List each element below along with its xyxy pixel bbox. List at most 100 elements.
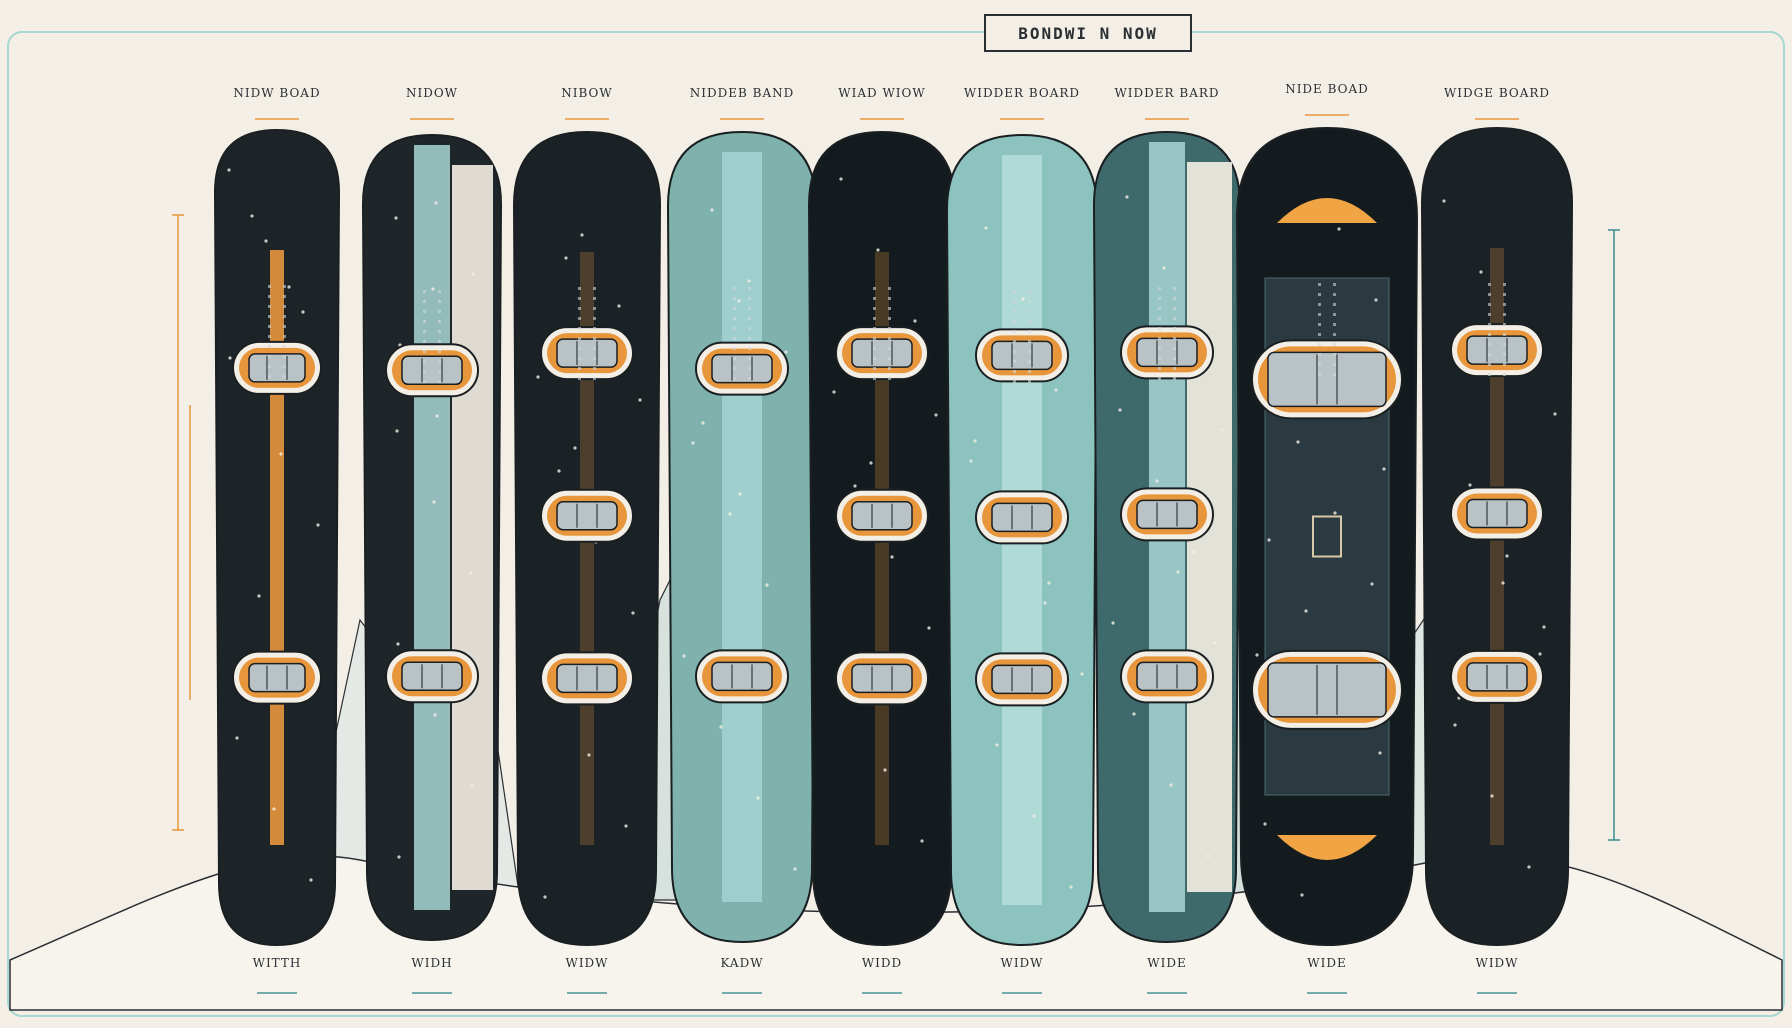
board-speckle bbox=[1069, 885, 1073, 889]
board-speckle bbox=[1220, 428, 1224, 432]
insert-hole bbox=[268, 335, 271, 338]
insert-hole bbox=[873, 357, 876, 360]
insert-hole bbox=[1318, 293, 1321, 296]
insert-hole bbox=[283, 315, 286, 318]
insert-hole bbox=[1158, 287, 1161, 290]
insert-hole bbox=[748, 297, 751, 300]
snowboard-9 bbox=[1420, 126, 1574, 947]
binding bbox=[385, 343, 479, 398]
board-speckle bbox=[1047, 581, 1051, 585]
board-speckle bbox=[995, 743, 999, 747]
board-top-mark bbox=[255, 118, 299, 120]
board-speckle bbox=[784, 350, 788, 354]
board-bottom-mark bbox=[1307, 992, 1347, 994]
insert-hole bbox=[1488, 353, 1491, 356]
board-speckle bbox=[1378, 751, 1382, 755]
insert-hole bbox=[748, 347, 751, 350]
insert-hole bbox=[268, 365, 271, 368]
board-speckle bbox=[883, 768, 887, 772]
binding bbox=[540, 651, 634, 706]
board-speckle bbox=[1490, 794, 1494, 798]
board-speckle bbox=[1206, 854, 1210, 858]
insert-hole bbox=[733, 317, 736, 320]
insert-hole bbox=[1028, 340, 1031, 343]
insert-hole bbox=[1173, 377, 1176, 380]
board-speckle bbox=[1118, 408, 1122, 412]
insert-hole bbox=[578, 367, 581, 370]
binding bbox=[975, 490, 1069, 545]
board-top-label: NIDDEB BAND bbox=[689, 86, 795, 100]
board-speckle bbox=[1527, 865, 1531, 869]
binding bbox=[695, 649, 789, 704]
board-speckle bbox=[580, 233, 584, 237]
board-speckle bbox=[984, 226, 988, 230]
insert-hole bbox=[888, 307, 891, 310]
insert-hole bbox=[1173, 287, 1176, 290]
board-speckle bbox=[890, 555, 894, 559]
insert-hole bbox=[1173, 327, 1176, 330]
insert-hole bbox=[748, 357, 751, 360]
board-speckle bbox=[853, 484, 857, 488]
insert-hole bbox=[268, 355, 271, 358]
insert-hole bbox=[1028, 300, 1031, 303]
board-speckle bbox=[747, 279, 751, 283]
insert-hole bbox=[423, 320, 426, 323]
snowboard-5 bbox=[807, 130, 957, 947]
board-speckle bbox=[272, 807, 276, 811]
insert-hole bbox=[1158, 367, 1161, 370]
insert-hole bbox=[283, 335, 286, 338]
board-speckle bbox=[543, 895, 547, 899]
insert-hole bbox=[873, 327, 876, 330]
insert-hole bbox=[578, 337, 581, 340]
board-speckle bbox=[617, 304, 621, 308]
insert-hole bbox=[1333, 373, 1336, 376]
board-top-label: NIDOW bbox=[405, 86, 459, 100]
insert-hole bbox=[423, 360, 426, 363]
board-speckle bbox=[394, 216, 398, 220]
binding bbox=[1120, 649, 1214, 704]
insert-hole bbox=[1488, 293, 1491, 296]
board-top-label: NIDE BOAD bbox=[1285, 82, 1369, 96]
board-speckle bbox=[1479, 270, 1483, 274]
snowboard-2 bbox=[361, 133, 503, 942]
insert-hole bbox=[873, 367, 876, 370]
board-speckle bbox=[1213, 641, 1217, 645]
board-speckle bbox=[927, 626, 931, 630]
binding bbox=[835, 651, 929, 706]
board-bottom-label: KADW bbox=[720, 956, 764, 970]
insert-hole bbox=[1318, 283, 1321, 286]
insert-hole bbox=[1013, 360, 1016, 363]
board-speckle bbox=[1125, 195, 1129, 199]
insert-hole bbox=[1028, 330, 1031, 333]
outer-frame bbox=[7, 31, 1785, 1017]
board-top-mark bbox=[1305, 114, 1349, 116]
insert-hole bbox=[1158, 317, 1161, 320]
insert-hole bbox=[1503, 323, 1506, 326]
insert-hole bbox=[578, 297, 581, 300]
boards-layer bbox=[213, 126, 1574, 947]
insert-hole bbox=[593, 357, 596, 360]
board-speckle bbox=[682, 654, 686, 658]
insert-hole bbox=[1318, 343, 1321, 346]
insert-hole bbox=[1318, 313, 1321, 316]
insert-hole bbox=[1488, 323, 1491, 326]
board-speckle bbox=[1169, 783, 1173, 787]
insert-hole bbox=[1158, 377, 1161, 380]
board-speckle bbox=[395, 429, 399, 433]
insert-hole bbox=[748, 287, 751, 290]
insert-hole bbox=[438, 320, 441, 323]
insert-hole bbox=[1158, 297, 1161, 300]
insert-hole bbox=[1028, 370, 1031, 373]
insert-hole bbox=[1488, 373, 1491, 376]
binding bbox=[232, 340, 322, 395]
insert-hole bbox=[1013, 370, 1016, 373]
board-speckle bbox=[719, 725, 723, 729]
insert-hole bbox=[873, 297, 876, 300]
insert-hole bbox=[1028, 290, 1031, 293]
insert-hole bbox=[1503, 353, 1506, 356]
board-speckle bbox=[1382, 467, 1386, 471]
insert-hole bbox=[1173, 317, 1176, 320]
board-bottom-label: WIDE bbox=[1147, 956, 1187, 970]
board-speckle bbox=[913, 319, 917, 323]
board-bottom-mark bbox=[567, 992, 607, 994]
